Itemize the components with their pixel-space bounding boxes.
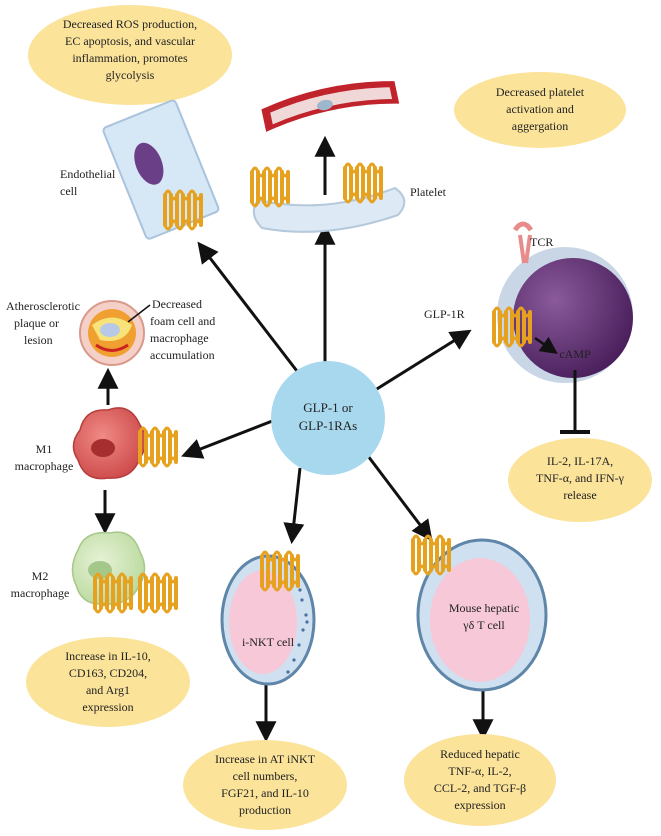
arrow-receptor-to-camp (534, 336, 558, 355)
endothelial-group: Decreased ROS production, EC apoptosis, … (28, 5, 232, 240)
center-node: GLP-1 or GLP-1RAs (271, 361, 385, 475)
m2-receptor-left (93, 572, 133, 614)
endothelial-label-line2: cell (60, 184, 78, 198)
tcell-bubble-line2: TNF-α, and IFN-γ (536, 471, 625, 485)
arrow-to-gdt (366, 455, 433, 542)
gdt-bubble-line2: TNF-α, IL-2, (448, 764, 511, 778)
gdt-receptor (411, 534, 451, 576)
platelet-receptor-left (250, 166, 290, 208)
plaque-group: Atherosclerotic plaque or lesion Decreas… (6, 297, 215, 366)
gdt-bubble-line3: CCL-2, and TGF-β (434, 781, 526, 795)
m2-bubble-line1: Increase in IL-10, (65, 649, 151, 663)
inkt-bubble-line2: cell numbers, (233, 769, 298, 783)
inkt-effect-bubble (183, 740, 347, 830)
plaque-pointer (127, 304, 151, 323)
endothelial-bubble-line1: Decreased ROS production, (63, 17, 197, 31)
endothelial-bubble-line4: glycolysis (106, 68, 155, 82)
arrow-to-m1 (181, 416, 281, 459)
m2-receptor-right (138, 572, 178, 614)
plaque-label-line3: lesion (24, 333, 53, 347)
plaque-label-line2: plaque or (14, 316, 59, 330)
arrow-to-tcell (371, 329, 472, 394)
endothelial-label-line1: Endothelial (60, 167, 116, 181)
gdt-group: Mouse hepatic γδ T cell Reduced hepatic … (404, 534, 556, 826)
blood-vessel (261, 81, 400, 132)
inkt-body (229, 570, 297, 674)
gdt-bubble-line1: Reduced hepatic (440, 747, 520, 761)
inkt-group: i-NKT cell Increase in AT iNKT cell numb… (183, 550, 347, 830)
glp1r-label: GLP-1R (424, 307, 465, 321)
inkt-receptor (260, 550, 300, 592)
inkt-bubble-line4: production (239, 803, 291, 817)
platelet-bubble-line1: Decreased platelet (496, 85, 585, 99)
gdt-label-line1: Mouse hepatic (449, 601, 519, 615)
plaque-effect-line1: Decreased (152, 297, 202, 311)
endothelial-receptor (163, 189, 203, 231)
inkt-bubble-line3: FGF21, and IL-10 (221, 786, 309, 800)
gdt-body (430, 558, 530, 682)
gdt-effect-bubble (404, 734, 556, 826)
plaque-effect-line4: accumulation (150, 348, 215, 362)
plaque-label-line1: Atherosclerotic (6, 299, 80, 313)
camp-label: cAMP (559, 347, 591, 361)
m2-label-line1: M2 (32, 569, 49, 583)
m1-label-line2: macrophage (15, 459, 74, 473)
tcell-group: TCR GLP-1R cAMP IL-2, IL-17A, TNF-α, and… (424, 221, 652, 522)
gdt-label-line2: γδ T cell (462, 618, 505, 632)
m1-label-line1: M1 (36, 442, 53, 456)
m2-effect-bubble (26, 637, 190, 727)
center-line1: GLP-1 or (303, 400, 353, 415)
tcell-bubble-line1: IL-2, IL-17A, (547, 454, 613, 468)
platelet-bubble-line3: aggergation (512, 119, 568, 133)
platelet-label: Platelet (410, 185, 447, 199)
tcell-bubble-line3: release (563, 488, 596, 502)
inkt-granules (286, 588, 309, 674)
tcell-effect-bubble (508, 438, 652, 522)
tcr-receptor (518, 234, 532, 264)
endothelial-bubble-line2: EC apoptosis, and vascular (65, 34, 195, 48)
m2-bubble-line4: expression (82, 700, 133, 714)
platelet-effect-bubble (454, 72, 626, 148)
platelet-receptor-right (343, 162, 383, 204)
m2-bubble-line3: and Arg1 (86, 683, 130, 697)
gdt-bubble-line4: expression (454, 798, 505, 812)
m1-group: M1 macrophage (15, 407, 178, 480)
m1-receptor (138, 426, 178, 468)
inkt-bubble-line1: Increase in AT iNKT (215, 752, 316, 766)
plaque-effect-line3: macrophage (150, 331, 209, 345)
m2-bubble-line2: CD163, CD204, (69, 666, 147, 680)
plaque-effect-line2: foam cell and (150, 314, 215, 328)
platelet-bubble-line2: activation and (506, 102, 574, 116)
platelet-group: Decreased platelet activation and aggerg… (250, 72, 626, 233)
center-circle (271, 361, 385, 475)
m2-label-line2: macrophage (11, 586, 70, 600)
arrow-to-endothelial (197, 241, 302, 376)
endothelial-bubble-line3: inflammation, promotes (72, 51, 188, 65)
center-line2: GLP-1RAs (299, 418, 358, 433)
inkt-label: i-NKT cell (242, 635, 295, 649)
tcr-label: TCR (530, 235, 553, 249)
arrow-to-inkt (283, 467, 305, 545)
platelet-cell (252, 186, 406, 233)
m2-group: M2 macrophage Increase in IL-10, CD163, … (11, 531, 190, 727)
arrows (94, 135, 494, 743)
endothelial-effect-bubble (28, 5, 232, 105)
tcell-receptor (492, 306, 532, 348)
